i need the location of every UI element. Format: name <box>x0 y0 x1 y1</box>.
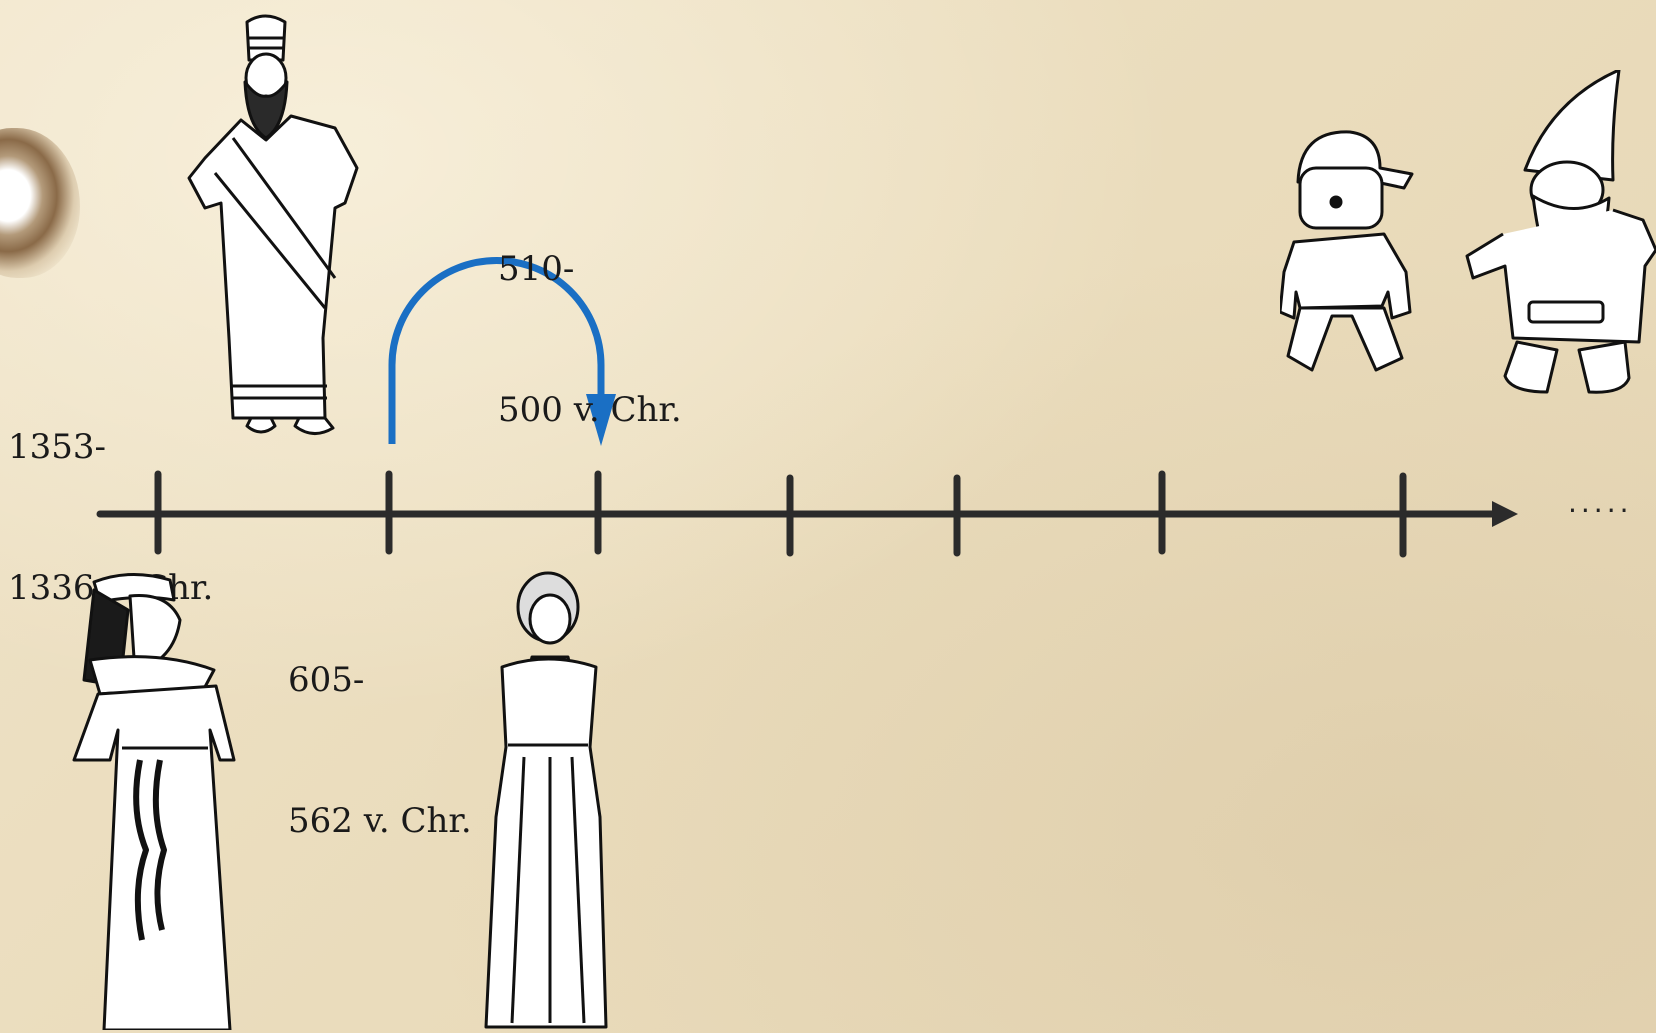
date-label-line: 1353- <box>8 427 107 467</box>
assyrian-king-icon <box>187 14 359 435</box>
jump-arrow <box>388 257 605 444</box>
egyptian-queen-icon <box>72 572 236 1030</box>
date-label-line: 605- <box>288 660 365 700</box>
jump-arrow-head <box>586 394 616 446</box>
date-label-greece: 510- 500 v. Chr. <box>498 152 682 528</box>
timeline-arrowhead <box>1492 501 1518 527</box>
date-label-assyria: 1353- 1336 v. Chr. <box>8 330 213 706</box>
greek-woman-icon <box>484 571 608 1029</box>
date-label-babylon: 605- 562 v. Chr. <box>288 563 472 939</box>
date-label-line: 510- <box>498 249 575 289</box>
date-label-line: 500 v. Chr. <box>498 390 682 430</box>
toy-figure-icon <box>1280 130 1414 372</box>
continuation-dots: ..... <box>1568 486 1633 519</box>
date-label-line: 562 v. Chr. <box>288 801 472 841</box>
date-label-line: 1336 v. Chr. <box>8 568 214 608</box>
garden-gnome-icon <box>1465 70 1656 394</box>
